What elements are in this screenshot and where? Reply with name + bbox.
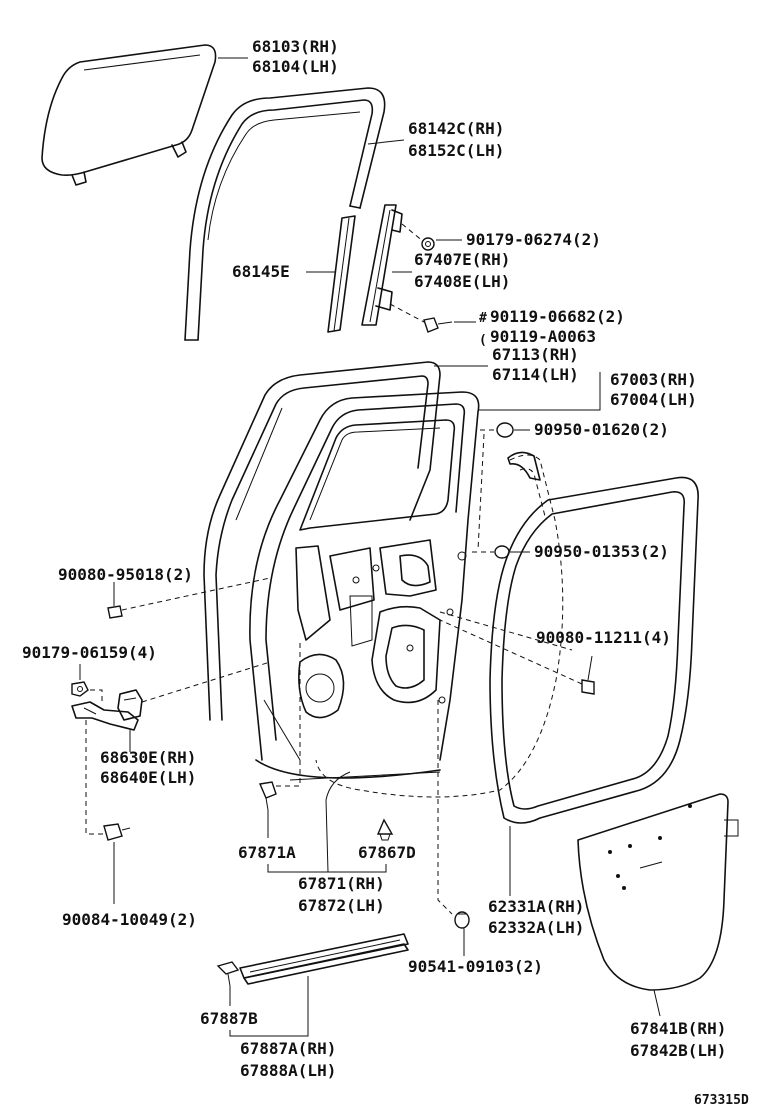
label-62332a: 62332A(LH): [488, 918, 584, 937]
label-68104: 68104(LH): [252, 57, 339, 76]
label-90179-06274: 90179-06274(2): [466, 230, 601, 249]
label-67407e: 67407E(RH): [414, 250, 510, 269]
label-90080-95018: 90080-95018(2): [58, 565, 193, 584]
label-67408e: 67408E(LH): [414, 272, 510, 291]
label-62331a: 62331A(RH): [488, 897, 584, 916]
door-panel: [249, 391, 480, 781]
bolt-90119-06682: [423, 317, 453, 333]
label-hash: #: [479, 311, 487, 326]
plug-90950-01620: [480, 422, 514, 438]
label-90950-01353: 90950-01353(2): [534, 542, 669, 561]
clip-67867d: [376, 818, 394, 841]
label-67842b: 67842B(LH): [630, 1041, 726, 1060]
door-check: [71, 661, 271, 731]
diagram-id: 673315D: [694, 1093, 749, 1108]
label-paren: (: [479, 333, 487, 348]
door-opening-weatherstrip: [489, 476, 699, 824]
hidden-weatherstrip: [315, 454, 564, 798]
label-68630e: 68630E(RH): [100, 748, 196, 767]
label-68145e: 68145E: [232, 262, 290, 281]
nut-90179-06159: [71, 681, 89, 697]
bracket-67871: [267, 864, 387, 873]
label-68640e: 68640E(LH): [100, 768, 196, 787]
label-68152c: 68152C(LH): [408, 141, 504, 160]
label-67871: 67871(RH): [298, 874, 385, 893]
label-67887a: 67887A(RH): [240, 1039, 336, 1058]
label-90950-01620: 90950-01620(2): [534, 420, 669, 439]
label-90119-a0063: 90119-A0063: [490, 327, 596, 346]
leader-67003: [478, 372, 601, 411]
label-67887b: 67887B: [200, 1009, 258, 1028]
bolt-90080-95018: [107, 596, 123, 619]
label-90541-09103: 90541-09103(2): [408, 957, 543, 976]
label-67113: 67113(RH): [492, 345, 579, 364]
door-glass: [41, 44, 217, 186]
service-hole-cover: [577, 793, 739, 991]
label-90179-06159: 90179-06159(4): [22, 643, 157, 662]
label-68142c: 68142C(RH): [408, 119, 504, 138]
channel-68145e: [327, 215, 356, 333]
bolt-90084-10049: [103, 823, 131, 841]
leader-68142c: [367, 139, 405, 145]
door-weatherstrip-67113: [203, 361, 441, 721]
label-90080-11211: 90080-11211(4): [536, 628, 671, 647]
clip-67887b: [216, 961, 240, 987]
label-68103: 68103(RH): [252, 37, 339, 56]
cushion-90541-09103: [454, 911, 470, 929]
bolt-90179-06274: [421, 237, 435, 251]
label-67872: 67872(LH): [298, 896, 385, 915]
label-67867d: 67867D: [358, 843, 416, 862]
belt-moulding: [239, 933, 409, 985]
plug-90950-01353: [472, 545, 510, 559]
label-67841b: 67841B(RH): [630, 1019, 726, 1038]
label-67004: 67004(LH): [610, 390, 697, 409]
label-90119-06682: 90119-06682(2): [490, 307, 625, 326]
label-90084-10049: 90084-10049(2): [62, 910, 197, 929]
weatherstrip-end: [507, 451, 541, 481]
label-67114: 67114(LH): [492, 365, 579, 384]
label-67888a: 67888A(LH): [240, 1061, 336, 1080]
label-67871a: 67871A: [238, 843, 296, 862]
label-67003: 67003(RH): [610, 370, 697, 389]
leader-90179-06274: [401, 223, 425, 243]
clip-67871a: [259, 781, 277, 811]
glass-run: [184, 87, 386, 341]
bolt-90080-11211: [581, 655, 595, 695]
division-bar: [361, 204, 403, 326]
